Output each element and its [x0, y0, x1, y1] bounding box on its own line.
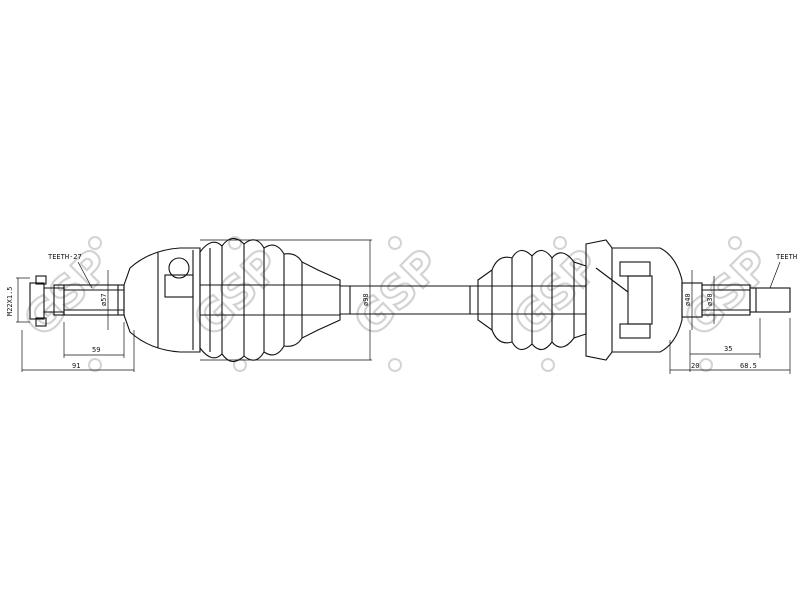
label-len-68-5: 68.5 — [740, 362, 757, 370]
label-thread: M22X1.5 — [6, 286, 14, 316]
label-dia-98: ø98 — [362, 293, 370, 306]
label-len-20: 20 — [691, 362, 699, 370]
main-shaft — [340, 285, 478, 315]
watermark-logos: GSP GSP GSP GSP GSP — [13, 236, 782, 372]
label-left-teeth: TEETH-27 — [48, 253, 82, 261]
svg-text:GSP: GSP — [504, 240, 611, 347]
watermark-logo: GSP — [343, 239, 452, 348]
label-dia-40: ø40 — [684, 293, 692, 306]
left-cv-joint-housing — [123, 247, 201, 353]
label-len-59: 59 — [92, 346, 100, 354]
label-dia-30: ø30 — [706, 293, 714, 306]
left-boot — [199, 237, 341, 363]
right-boot — [477, 249, 587, 351]
dimension-labels: TEETH-27 TEETH M22X1.5 ø57 ø98 ø40 ø30 5… — [6, 253, 797, 370]
svg-text:GSP: GSP — [344, 240, 451, 347]
label-len-35: 35 — [724, 345, 732, 353]
label-len-91: 91 — [72, 362, 80, 370]
watermark-logo: GSP — [503, 239, 612, 348]
label-dia-57: ø57 — [100, 293, 108, 306]
dimension-lines — [16, 239, 791, 374]
right-cv-joint-housing — [585, 239, 683, 361]
label-right-teeth: TEETH — [776, 253, 797, 261]
